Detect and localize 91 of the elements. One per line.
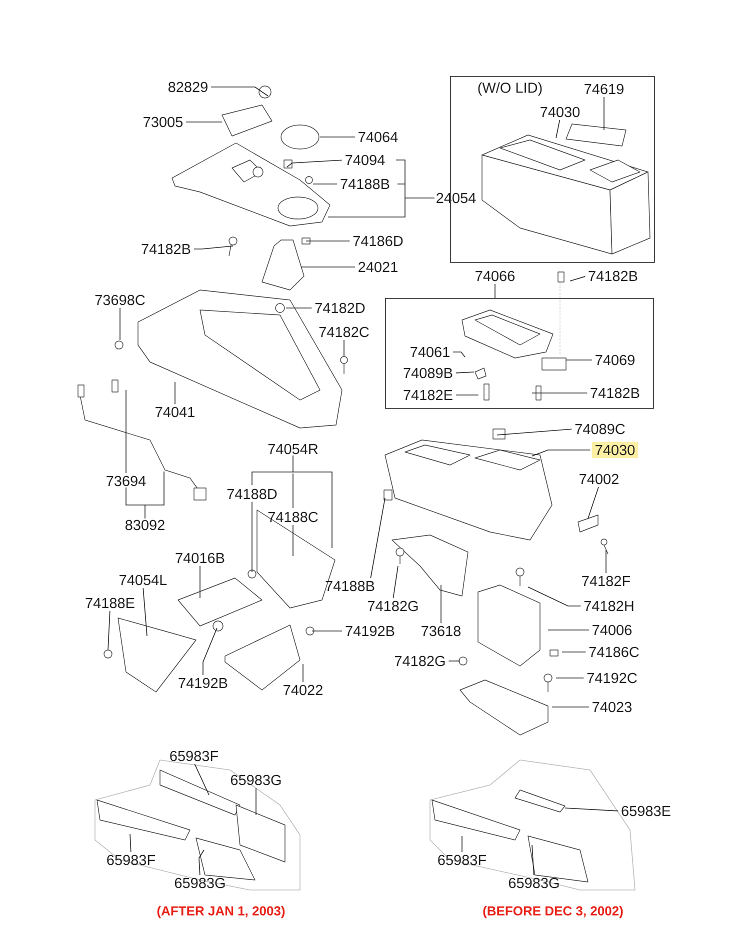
part-number: 74182E (404, 390, 452, 400)
leader-line (570, 276, 586, 282)
leader-line (126, 471, 164, 519)
part-number: 74016B (176, 552, 224, 564)
part-number: 74188D (227, 488, 277, 500)
part-number: 74006 (592, 624, 632, 636)
part-number: 65983G (508, 878, 559, 888)
date-note: (AFTER JAN 1, 2003) (157, 906, 285, 918)
leader-line (252, 455, 332, 548)
leader-line (328, 160, 435, 218)
leader-line (456, 372, 474, 374)
part-number: 74192B (178, 678, 228, 688)
part-number: 74022 (284, 684, 322, 696)
part-number: 65983G (174, 878, 225, 888)
part-number: 74066 (476, 270, 515, 282)
leader-line (564, 808, 618, 812)
part-number: 74089B (404, 368, 452, 378)
leader-line (448, 660, 460, 662)
leader-line (194, 246, 234, 250)
leader-line (320, 136, 356, 138)
part-number: 74182F (582, 576, 630, 586)
part-number: 74182B (588, 270, 638, 282)
leader-line (194, 764, 210, 796)
part-number: 73694 (106, 476, 146, 486)
leader-line (174, 382, 176, 404)
leader-line (392, 566, 398, 598)
part-number: 74186D (353, 236, 403, 246)
leader-line (494, 284, 496, 298)
leader-line (210, 86, 268, 96)
part-number: 74182D (315, 302, 365, 314)
part-number: 74064 (358, 132, 398, 142)
leader-line (496, 428, 572, 436)
part-number: 74069 (596, 354, 634, 366)
leader-line (588, 486, 599, 519)
leader-line (202, 628, 218, 676)
leader-line (456, 394, 479, 396)
leader-line (198, 850, 204, 876)
part-number: 74188C (268, 512, 318, 522)
date-note: (BEFORE DEC 3, 2002) (483, 906, 623, 918)
leader-line (532, 844, 534, 876)
part-number: 74094 (346, 154, 385, 166)
part-number: 74182C (319, 326, 369, 338)
part-number: 82829 (168, 82, 208, 92)
leader-line (312, 630, 342, 632)
highlighted-part-number: 74030 (592, 442, 638, 458)
leader-line (370, 498, 386, 578)
leader-line (306, 240, 350, 242)
leader-line (142, 588, 148, 636)
leader-line (286, 160, 342, 168)
part-number: 74061 (410, 346, 450, 358)
part-number: 74186C (589, 646, 639, 658)
part-number: 74089C (575, 424, 625, 434)
leader-line (292, 524, 294, 556)
part-number: 74188E (86, 598, 134, 608)
leader-line (532, 450, 591, 456)
part-number: 65983F (438, 854, 486, 866)
leader-line (440, 584, 442, 624)
part-number: 74030 (540, 106, 580, 118)
part-number: 74054L (120, 574, 167, 586)
leader-line (302, 664, 304, 682)
part-number: 74619 (584, 84, 624, 94)
part-number: 73618 (422, 626, 461, 636)
part-number: 65983E (622, 806, 670, 816)
leader-line (452, 352, 466, 358)
part-number: 73698C (95, 294, 145, 306)
part-number: 24021 (358, 262, 398, 272)
leader-line (552, 706, 590, 708)
part-number: 74182G (368, 600, 418, 612)
part-number: 74192C (587, 672, 637, 684)
leader-line (528, 586, 582, 606)
frame-box (385, 298, 654, 409)
leader-line (300, 266, 356, 268)
part-number: 65983F (107, 854, 155, 866)
part-number: 83092 (125, 520, 164, 530)
leader-line (130, 834, 132, 852)
part-number: 74054R (268, 444, 318, 454)
part-number: 65983F (170, 750, 218, 762)
part-number: 74192B (346, 626, 394, 636)
part-number: 74182G (394, 656, 445, 666)
leader-line (532, 392, 588, 394)
part-number: 74002 (580, 474, 618, 484)
part-number: 65983G (230, 774, 281, 786)
part-number: 74182H (584, 600, 634, 612)
part-number: 74182B (590, 388, 640, 398)
part-number: 74023 (592, 702, 632, 712)
part-number: 74041 (156, 406, 194, 418)
leader-line (108, 610, 110, 650)
leader-line (556, 120, 560, 138)
part-number: 74182B (142, 244, 190, 254)
part-number: 73005 (144, 116, 183, 128)
part-number: 74188B (340, 178, 390, 190)
